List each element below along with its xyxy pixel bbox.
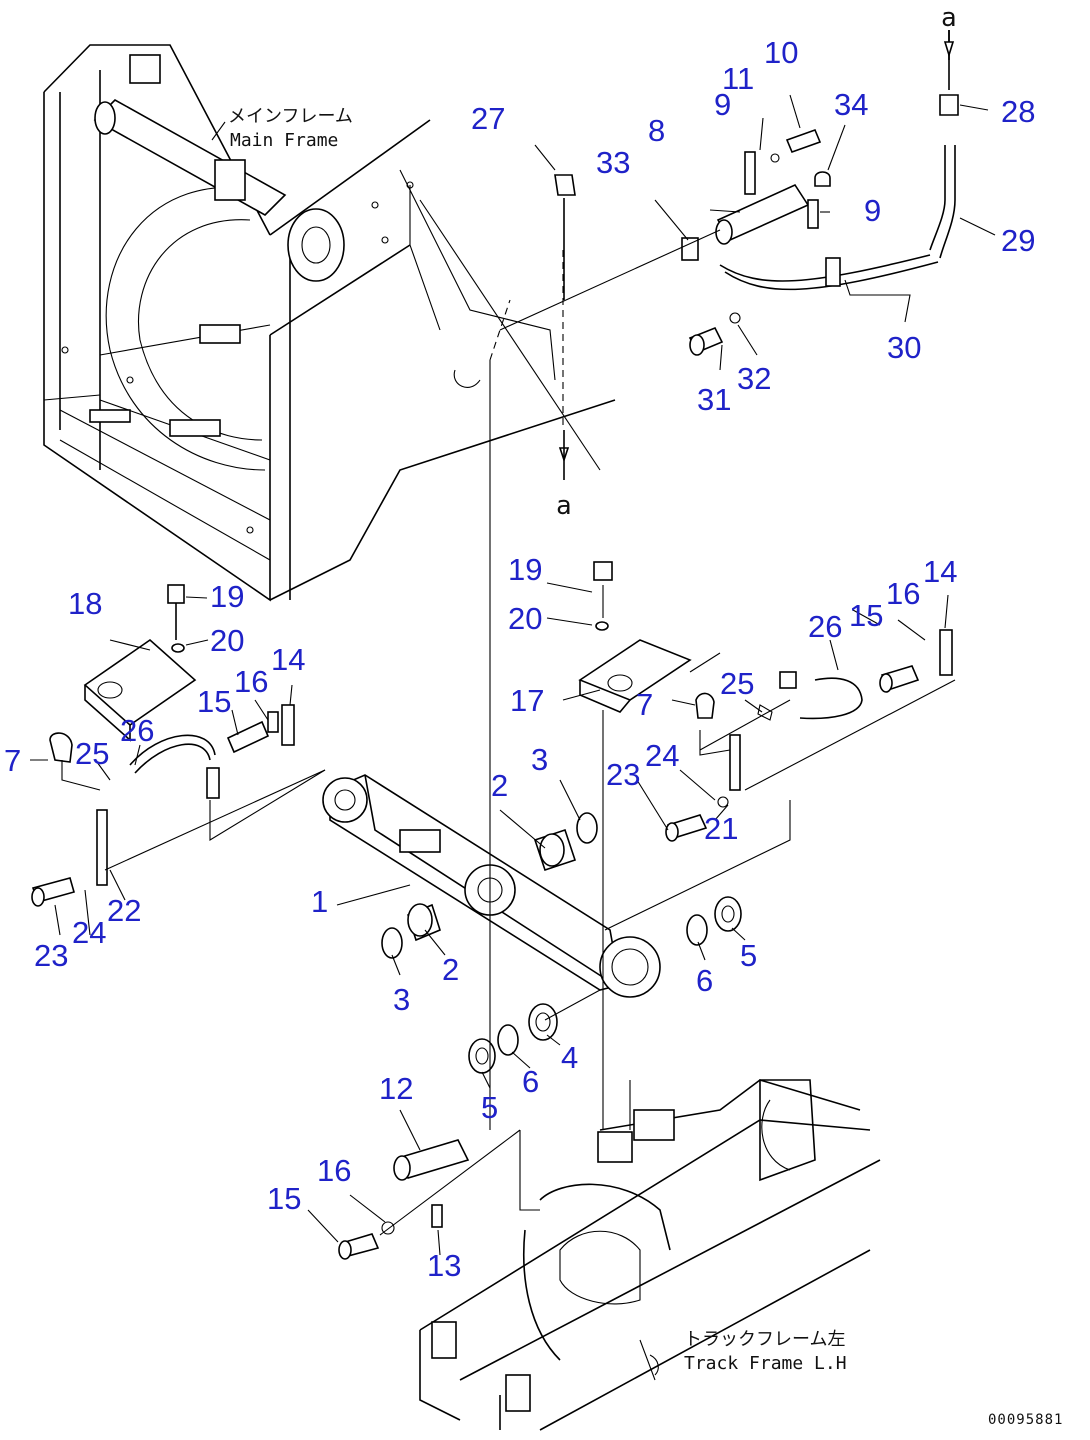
callout-34: 34	[834, 87, 868, 122]
callout-30: 30	[887, 330, 921, 365]
callout-1: 1	[311, 884, 328, 919]
callout-29: 29	[1001, 223, 1035, 258]
callout-15: 15	[197, 684, 231, 719]
callout-4: 4	[561, 1040, 578, 1075]
callout-15: 15	[267, 1181, 301, 1216]
callout-9: 9	[714, 87, 731, 122]
callout-3: 3	[531, 742, 548, 777]
track-frame-label-jp: トラックフレーム左	[684, 1329, 845, 1350]
main-frame-label-jp: メインフレーム	[228, 106, 353, 127]
leader-lines	[30, 30, 996, 1256]
frame-labels: メインフレーム Main Frame トラックフレーム左 Track Frame…	[228, 3, 1063, 1428]
callout-16: 16	[317, 1153, 351, 1188]
callout-9: 9	[864, 193, 881, 228]
callout-11: 11	[722, 61, 754, 96]
main-frame-assembly	[43, 44, 616, 602]
callout-12: 12	[379, 1071, 413, 1106]
bushings-and-seals	[381, 812, 742, 1074]
callout-3: 3	[393, 982, 410, 1017]
callout-26: 26	[808, 609, 842, 644]
callout-17: 17	[510, 683, 544, 718]
callout-5: 5	[481, 1090, 498, 1125]
ref-mark-center: a	[556, 491, 572, 521]
callout-23: 23	[606, 757, 640, 792]
callout-19: 19	[508, 552, 542, 587]
callout-21: 21	[704, 811, 738, 846]
callout-27: 27	[471, 101, 505, 136]
callout-22: 22	[107, 893, 141, 928]
callout-6: 6	[696, 963, 713, 998]
callout-15: 15	[849, 598, 883, 633]
callout-20: 20	[210, 623, 244, 658]
callout-7: 7	[636, 687, 653, 722]
callout-10: 10	[764, 35, 798, 70]
callout-16: 16	[234, 664, 268, 699]
callout-25: 25	[720, 666, 754, 701]
cover-plates	[83, 638, 692, 742]
callout-18: 18	[68, 586, 102, 621]
callout-24: 24	[72, 915, 106, 950]
drawing-code: 00095881	[988, 1412, 1063, 1428]
callout-7: 7	[4, 743, 21, 778]
callout-5: 5	[740, 938, 757, 973]
callout-24: 24	[645, 738, 679, 773]
callout-2: 2	[442, 952, 459, 987]
callout-19: 19	[210, 579, 244, 614]
callout-13: 13	[427, 1248, 461, 1283]
callout-2: 2	[491, 768, 508, 803]
callout-26: 26	[120, 713, 154, 748]
callout-numbers: 1 2 2 3 3 4 5 5 6 6 7 7 8 9 9 10 11 12 1…	[4, 35, 1035, 1283]
callout-6: 6	[522, 1064, 539, 1099]
callout-8: 8	[648, 113, 665, 148]
pins-bolts-fittings	[31, 30, 959, 1260]
callout-16: 16	[886, 576, 920, 611]
callout-31: 31	[697, 382, 731, 417]
track-frame-label-en: Track Frame L.H	[684, 1353, 847, 1374]
callout-20: 20	[508, 601, 542, 636]
callout-14: 14	[271, 642, 305, 677]
callout-32: 32	[737, 361, 771, 396]
callout-33: 33	[596, 145, 630, 180]
callout-28: 28	[1001, 94, 1035, 129]
track-frame-assembly	[419, 1079, 881, 1431]
callout-14: 14	[923, 554, 957, 589]
main-frame-label-en: Main Frame	[230, 130, 338, 151]
callout-25: 25	[75, 736, 109, 771]
ref-mark-top: a	[941, 3, 957, 33]
callout-23: 23	[34, 938, 68, 973]
equalizer-bar	[322, 774, 661, 998]
